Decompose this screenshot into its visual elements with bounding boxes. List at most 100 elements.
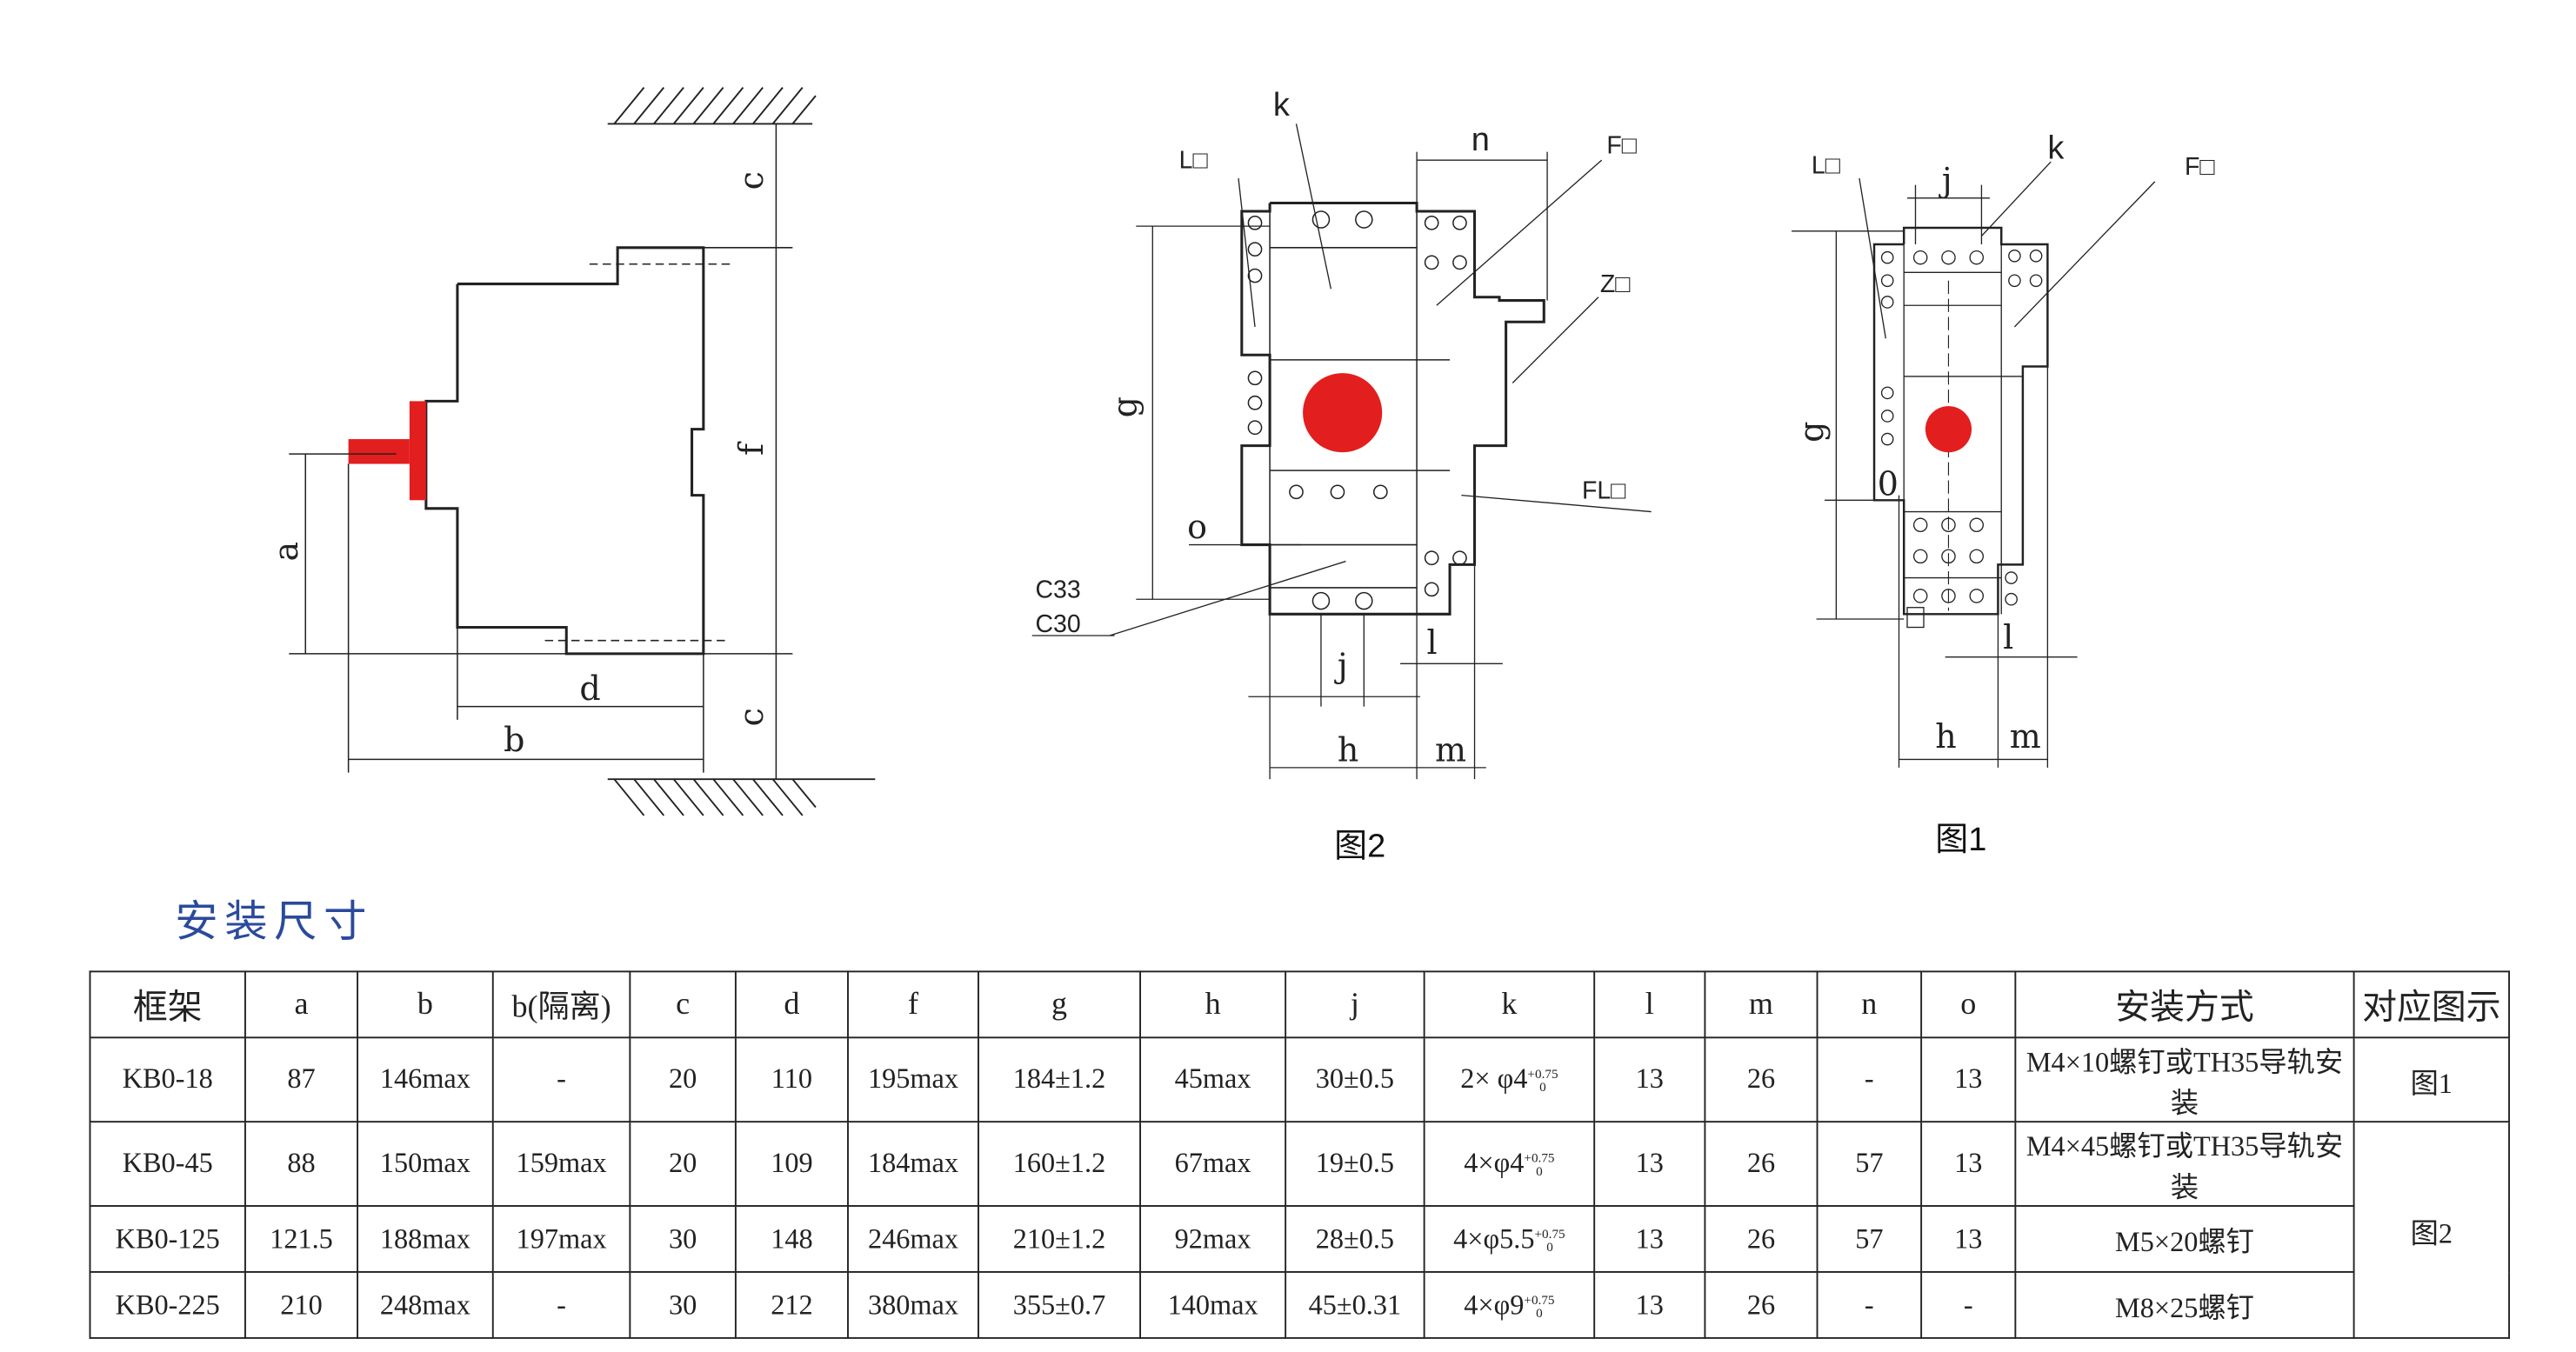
table-cell: 13 — [1920, 1121, 2017, 1207]
table-cell: 184max — [847, 1121, 979, 1207]
table-cell: 88 — [244, 1121, 359, 1207]
label-k: k — [1273, 87, 1291, 123]
technical-drawings: c f c a d b — [267, 87, 2216, 865]
red-handle-knob — [409, 401, 426, 501]
table-cell: 148 — [734, 1205, 849, 1273]
table-cell: M8×25螺钉 — [2014, 1270, 2355, 1339]
figure-1-caption: 图1 — [1935, 822, 1986, 858]
tolerance-upper: +0.75 — [1524, 1291, 1555, 1307]
column-header: m — [1704, 970, 1819, 1039]
device-outline — [1872, 226, 2049, 616]
table-cell: KB0-125 — [89, 1205, 246, 1273]
tolerance-lower: 0 — [1536, 1304, 1543, 1321]
table-cell: 246max — [847, 1205, 979, 1273]
tolerance-base: 4×φ4 — [1464, 1147, 1525, 1179]
table-cell: 146max — [357, 1036, 494, 1123]
column-header: b(隔离) — [491, 970, 631, 1039]
table-cell: 30±0.5 — [1285, 1036, 1425, 1123]
table-cell: 26 — [1704, 1036, 1819, 1123]
label-j: j — [1334, 646, 1348, 684]
dim-label-f: f — [732, 441, 771, 456]
table-cell: 109 — [734, 1121, 849, 1207]
dim-label-b: b — [504, 721, 524, 759]
table-cell: 30 — [629, 1270, 737, 1339]
table-cell: 13 — [1920, 1205, 2017, 1273]
label-g: g — [1792, 422, 1831, 443]
device-outline — [424, 246, 705, 656]
dim-label-d: d — [579, 669, 600, 708]
table-cell: 13 — [1593, 1121, 1706, 1207]
table-cell: 184±1.2 — [978, 1036, 1142, 1123]
tolerance-upper: +0.75 — [1524, 1150, 1555, 1166]
table-cell: 20 — [629, 1036, 737, 1123]
label-c33: C33 — [1035, 576, 1080, 603]
figure-1: L□ j k F□ g 0 l h m 图1 — [1792, 130, 2215, 858]
red-rotary-handle — [1303, 373, 1383, 453]
red-rotary-handle — [1925, 406, 1972, 453]
table-cell: 13 — [1920, 1036, 2017, 1123]
red-handle-shaft — [348, 439, 410, 464]
table-cell: 212 — [734, 1270, 849, 1339]
column-header: b — [357, 970, 494, 1039]
figure-2: k n L□ F□ Z□ g FL□ o C33 C30 j l h m 图2 — [1031, 87, 1652, 864]
column-header: g — [978, 970, 1142, 1039]
label-c30: C30 — [1035, 610, 1080, 638]
column-header: 对应图示 — [2352, 970, 2511, 1039]
table-cell: 19±0.5 — [1285, 1121, 1425, 1207]
wall-hatch-top — [607, 87, 817, 125]
table-cell: 110 — [734, 1036, 849, 1123]
label-g: g — [1105, 396, 1144, 417]
table-cell: 26 — [1704, 1205, 1819, 1273]
table-cell: - — [491, 1270, 631, 1339]
table-cell: 13 — [1593, 1270, 1706, 1339]
tolerance-base: 2× φ4 — [1460, 1062, 1528, 1095]
table-cell: - — [1920, 1270, 2017, 1339]
figure-2-caption: 图2 — [1334, 828, 1385, 864]
table-cell: 92max — [1139, 1205, 1287, 1273]
column-header: l — [1593, 970, 1706, 1039]
table-cell: 13 — [1593, 1036, 1706, 1123]
table-cell: 140max — [1139, 1270, 1287, 1339]
device-outline — [1240, 202, 1545, 616]
table-cell: 121.5 — [244, 1205, 359, 1273]
column-header: 安装方式 — [2014, 970, 2355, 1039]
section-title: 安装尺寸 — [175, 897, 374, 948]
tolerance-base: 4×φ5.5 — [1453, 1222, 1535, 1255]
label-f-box: F□ — [1606, 132, 1637, 160]
figure-reference-cell: 图1 — [2352, 1036, 2511, 1123]
terminal-screws — [1247, 210, 1467, 610]
label-l-box: L□ — [1812, 151, 1841, 179]
tolerance-upper: +0.75 — [1527, 1066, 1558, 1082]
side-view-figure: c f c a d b — [267, 87, 876, 816]
table-cell: 248max — [357, 1270, 494, 1339]
table-cell: 45max — [1139, 1036, 1287, 1123]
terminal-screws — [1880, 249, 2043, 629]
tolerance-lower: 0 — [1539, 1079, 1546, 1095]
tolerance-upper: +0.75 — [1534, 1225, 1565, 1241]
table-cell: 355±0.7 — [978, 1270, 1142, 1339]
dim-label-c-bottom: c — [732, 708, 771, 726]
table-cell: 45±0.31 — [1285, 1270, 1425, 1339]
label-h: h — [1338, 730, 1358, 769]
column-header: f — [847, 970, 979, 1039]
label-o: o — [1187, 508, 1207, 546]
column-header: j — [1285, 970, 1425, 1039]
table-cell: 380max — [847, 1270, 979, 1339]
label-l-box: L□ — [1179, 147, 1209, 175]
label-j: j — [1939, 161, 1952, 199]
table-cell: 20 — [629, 1121, 737, 1207]
label-l: l — [2003, 618, 2013, 656]
label-o: 0 — [1878, 465, 1899, 503]
table-cell: 57 — [1816, 1205, 1923, 1273]
wall-hatch-bottom — [607, 778, 876, 816]
label-n: n — [1472, 122, 1490, 158]
column-header: 框架 — [89, 970, 246, 1039]
